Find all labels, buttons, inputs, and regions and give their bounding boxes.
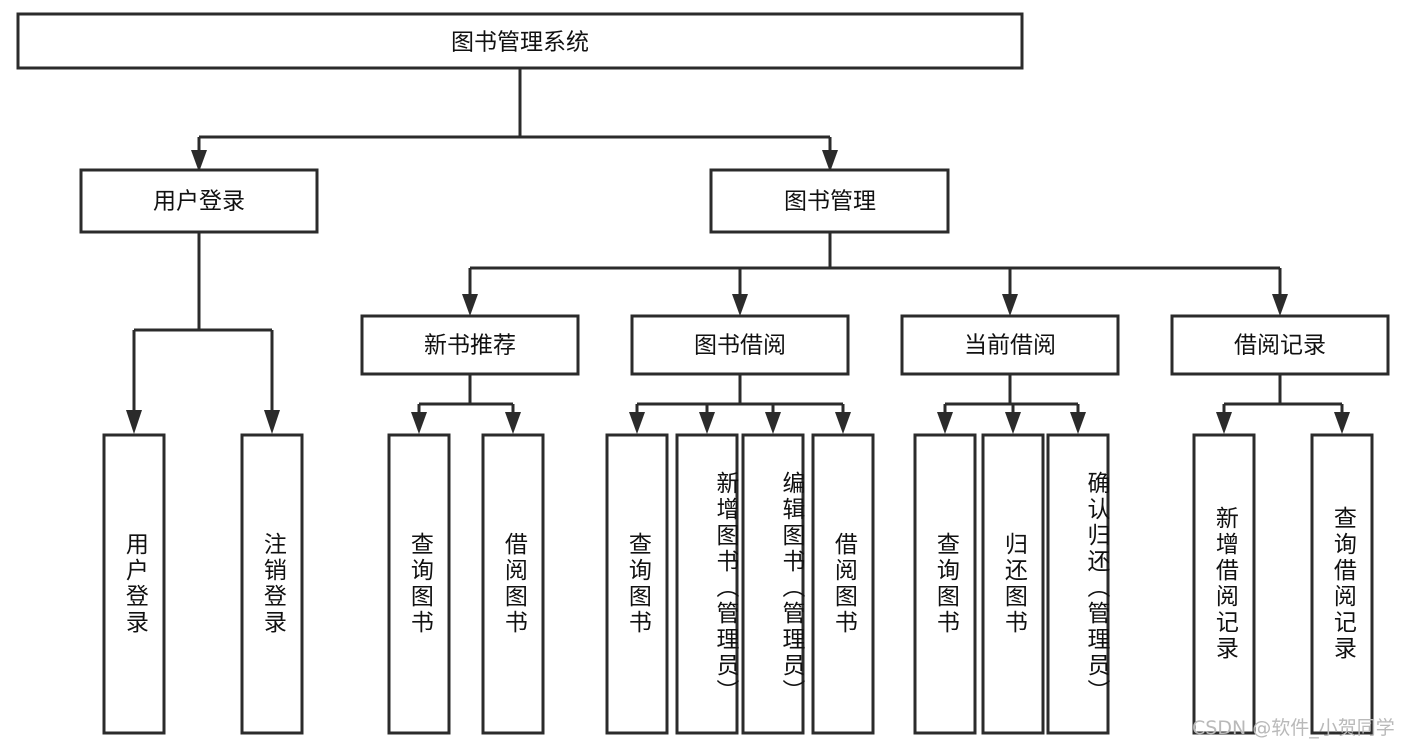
- node-book-borrow-label: 图书借阅: [694, 333, 786, 359]
- node-leaf-confirm-return-box[interactable]: [1046, 433, 1110, 735]
- arrowhead-leaf-query-record: [1334, 412, 1350, 434]
- arrowhead-book-management: [822, 150, 838, 172]
- arrowhead-leaf-add-book: [699, 412, 715, 434]
- arrowhead-book-borrow: [732, 294, 748, 316]
- arrowhead-user-login: [191, 150, 207, 172]
- node-current-borrow-label: 当前借阅: [964, 333, 1056, 359]
- node-leaf-edit-book-box[interactable]: [741, 433, 805, 735]
- node-layer: 图书管理系统 用户登录 图书管理 新书推荐 图书借阅 当前借阅 借阅记录: [16, 12, 1390, 735]
- node-root-label: 图书管理系统: [451, 30, 589, 56]
- arrowhead-new-book: [462, 294, 478, 316]
- node-leaf-add-record-box[interactable]: [1192, 433, 1256, 735]
- arrowhead-leaf-borrow-book-2: [835, 412, 851, 434]
- arrowhead-borrow-record: [1272, 294, 1288, 316]
- arrowhead-leaf-confirm-return: [1070, 412, 1086, 434]
- node-leaf-query-book-1-box[interactable]: [387, 433, 451, 735]
- node-leaf-borrow-book-2-box[interactable]: [811, 433, 875, 735]
- node-current-borrow-box[interactable]: [900, 314, 1120, 376]
- node-borrow-record-label: 借阅记录: [1234, 333, 1326, 359]
- node-user-login-label: 用户登录: [153, 189, 245, 215]
- node-leaf-add-book-box[interactable]: [675, 433, 739, 735]
- node-leaf-query-record-box[interactable]: [1310, 433, 1374, 735]
- arrowhead-leaf-query-book-2: [629, 412, 645, 434]
- arrowhead-leaf-borrow-book-1: [505, 412, 521, 434]
- node-leaf-logout-box[interactable]: [240, 433, 304, 735]
- node-leaf-borrow-book-1-box[interactable]: [481, 433, 545, 735]
- arrowhead-leaf-add-record: [1216, 412, 1232, 434]
- arrowhead-current-borrow: [1002, 294, 1018, 316]
- node-borrow-record-box[interactable]: [1170, 314, 1390, 376]
- node-root-box[interactable]: [16, 12, 1024, 70]
- node-leaf-return-book-box[interactable]: [981, 433, 1045, 735]
- node-leaf-query-book-2-box[interactable]: [605, 433, 669, 735]
- node-book-borrow-box[interactable]: [630, 314, 850, 376]
- node-new-book-recommend-label: 新书推荐: [424, 333, 516, 359]
- arrowhead-leaf-query-book-1: [411, 412, 427, 434]
- node-user-login-box[interactable]: [79, 168, 319, 234]
- arrowhead-leaf-logout: [264, 410, 280, 434]
- connector-layer: [126, 68, 1350, 434]
- arrowhead-leaf-query-book-3: [937, 412, 953, 434]
- arrowhead-leaf-edit-book: [765, 412, 781, 434]
- arrowhead-leaf-return-book: [1005, 412, 1021, 434]
- arrowhead-leaf-user-login: [126, 410, 142, 434]
- node-new-book-recommend-box[interactable]: [360, 314, 580, 376]
- node-book-management-label: 图书管理: [784, 189, 876, 215]
- node-leaf-user-login-box[interactable]: [102, 433, 166, 735]
- csdn-watermark: CSDN @软件_小贺同学: [1192, 717, 1395, 739]
- node-book-management-box[interactable]: [709, 168, 950, 234]
- node-leaf-query-book-3-box[interactable]: [913, 433, 977, 735]
